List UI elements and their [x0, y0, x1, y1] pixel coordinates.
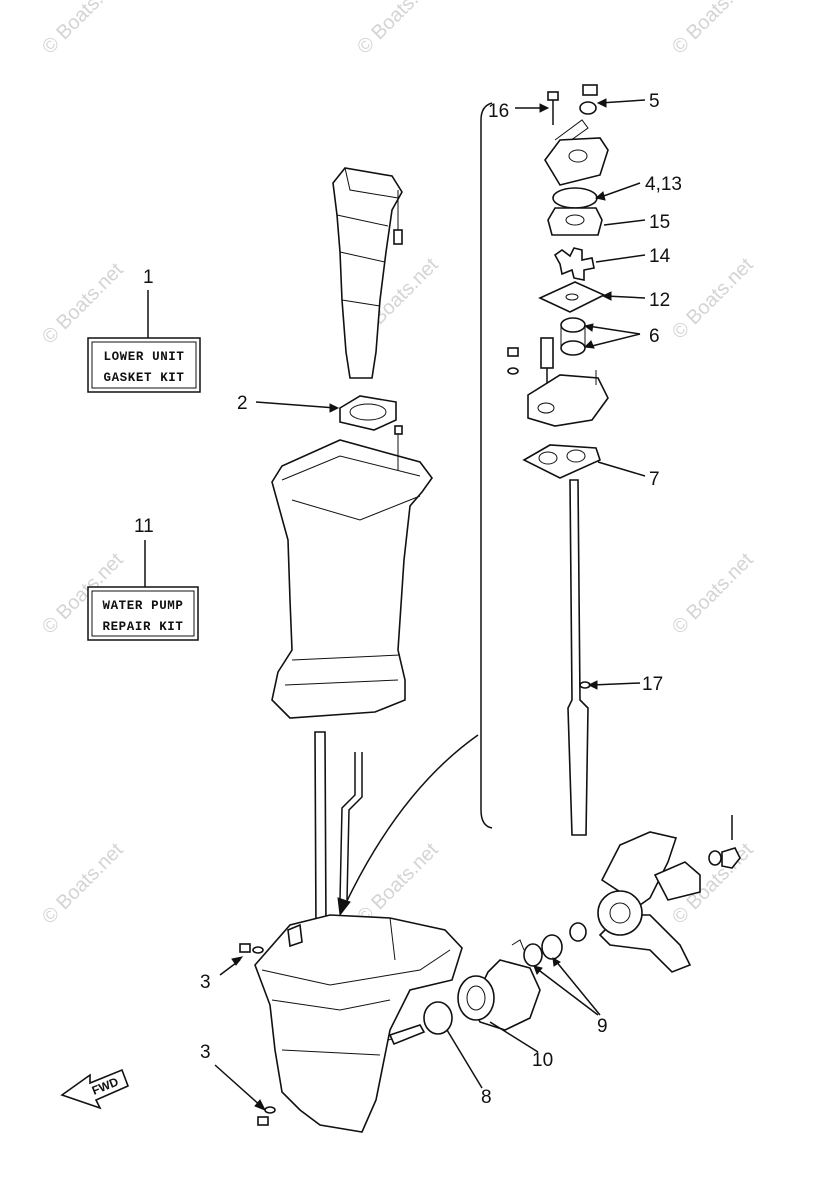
group-bracket — [480, 102, 493, 829]
watermark: © Boats.net — [38, 0, 128, 59]
callout-label: 1 — [143, 267, 154, 288]
kit-water-pump-repair: 11 WATER PUMP REPAIR KIT — [87, 516, 199, 641]
upper-exhaust-guide — [332, 167, 403, 379]
water-pump-group — [507, 84, 609, 836]
callout-3: 3 — [200, 1042, 211, 1063]
bolt-part-3a — [239, 943, 264, 954]
callout-numbers: 16 5 4,13 15 14 12 6 2 7 17 3 3 9 10 8 — [200, 91, 682, 1108]
kit-label-line2: REPAIR KIT — [102, 620, 183, 634]
callout-7: 7 — [649, 469, 660, 490]
callout-17: 17 — [642, 674, 663, 695]
assembly-arrow — [344, 734, 479, 906]
watermark: © Boats.net — [38, 839, 128, 929]
watermark: © Boats.net — [38, 259, 128, 349]
watermark: © Boats.net — [353, 839, 443, 929]
callout-5: 5 — [649, 91, 660, 112]
gasket-part-2 — [339, 395, 397, 431]
lower-gear-case — [254, 914, 463, 1133]
water-tube — [314, 731, 363, 931]
callout-16: 16 — [488, 101, 509, 122]
kit-label-line2: GASKET KIT — [103, 371, 184, 385]
leader-lines — [214, 98, 646, 1111]
callout-15: 15 — [649, 212, 670, 233]
callout-12: 12 — [649, 290, 670, 311]
drive-shaft-housing — [271, 425, 433, 719]
callout-3: 3 — [200, 972, 211, 993]
callout-2: 2 — [237, 393, 248, 414]
callout-10: 10 — [532, 1050, 553, 1071]
watermark: © Boats.net — [668, 254, 758, 344]
callout-label: 11 — [134, 516, 154, 537]
kit-lower-unit-gasket: 1 LOWER UNIT GASKET KIT — [87, 267, 201, 393]
watermark: © Boats.net — [668, 549, 758, 639]
propeller-group — [388, 815, 741, 1046]
callout-14: 14 — [649, 246, 671, 267]
bolt-part-3b — [257, 1106, 276, 1126]
watermark: © Boats.net — [668, 0, 758, 59]
callout-9: 9 — [597, 1016, 608, 1037]
callout-4-13: 4,13 — [645, 174, 682, 195]
kit-label-line1: LOWER UNIT — [103, 350, 184, 364]
watermark: © Boats.net — [353, 0, 443, 59]
callout-8: 8 — [481, 1087, 492, 1108]
fwd-arrow-icon: FWD — [60, 1068, 130, 1110]
callout-6: 6 — [649, 326, 660, 347]
kit-label-line1: WATER PUMP — [102, 599, 183, 613]
arrow-head-icon — [337, 897, 351, 917]
